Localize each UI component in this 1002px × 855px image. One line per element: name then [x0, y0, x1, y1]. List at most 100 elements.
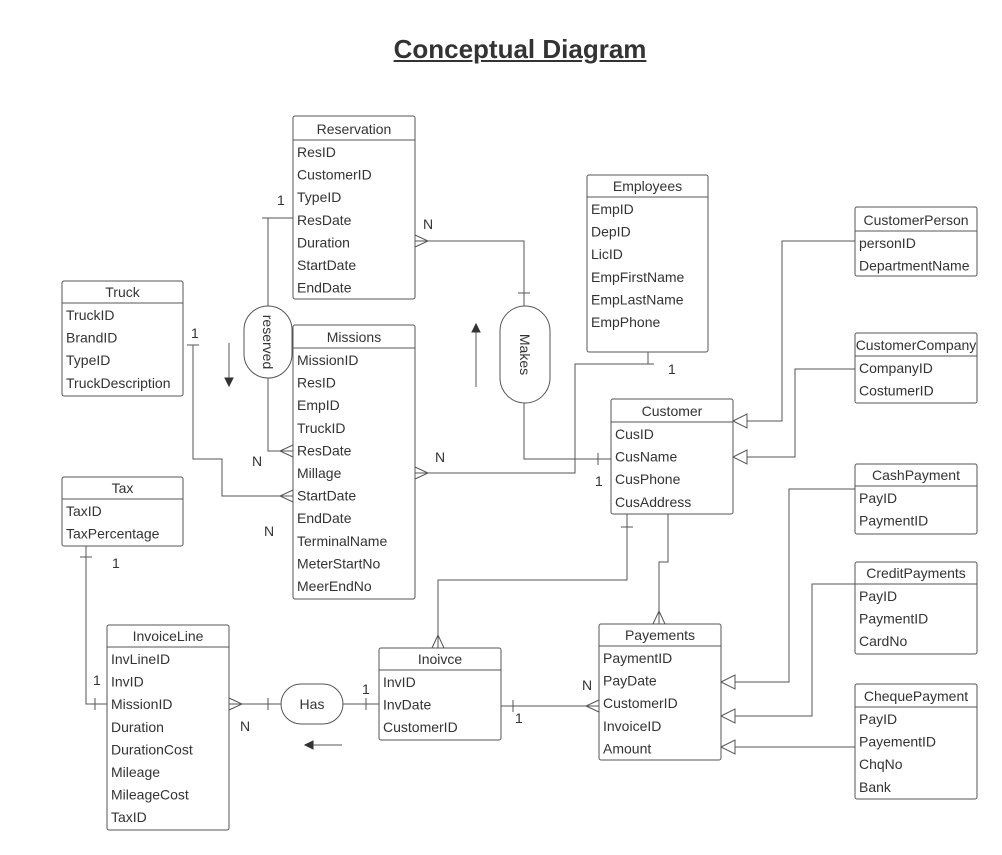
entity-box	[292, 324, 416, 600]
entity-attribute: PayementID	[859, 734, 936, 750]
entity-attribute: StartDate	[297, 488, 356, 504]
entity-title: Inoivce	[418, 651, 463, 667]
diagram-title: Conceptual Diagram	[393, 34, 647, 64]
cardinality-res-1: 1	[277, 192, 285, 208]
entity-attribute: PayDate	[603, 673, 657, 689]
entity-attribute: CusName	[615, 449, 677, 465]
entity-attribute: Amount	[603, 740, 651, 756]
customer-payements-line	[658, 514, 669, 624]
relationship-shape	[280, 683, 344, 725]
customercompany-customer-line	[747, 368, 855, 458]
relationship-reserved: reserved	[243, 305, 293, 379]
relationship-shape	[243, 305, 293, 379]
entity-invoiceline: InvoiceLineInvLineIDInvIDMissionIDDurati…	[106, 624, 230, 831]
entity-attribute: TaxID	[111, 809, 147, 825]
entity-attribute: CustomerID	[297, 167, 372, 183]
relationship-label: Has	[300, 696, 325, 712]
entity-attribute: ResDate	[297, 212, 352, 228]
entity-box	[610, 398, 734, 515]
entity-box	[854, 332, 978, 404]
customer-invoice-line	[437, 514, 628, 648]
relationship-label: reserved	[260, 315, 276, 369]
entity-attribute: CusAddress	[615, 494, 691, 510]
relationship-shape	[499, 305, 551, 404]
relationship-label: Makes	[517, 334, 533, 375]
missions-truck-many-marker	[278, 489, 294, 503]
entity-attribute: InvLineID	[111, 651, 170, 667]
entity-attribute: personID	[859, 235, 916, 251]
reserved-direction-arrow-head	[224, 377, 234, 388]
entity-attribute: Millage	[297, 465, 342, 481]
entity-title: Reservation	[317, 121, 392, 137]
entity-attribute: MeterStartNo	[297, 555, 380, 571]
entity-attribute: ResDate	[297, 442, 352, 458]
invoice-many-marker	[431, 633, 445, 649]
entity-employees: EmployeesEmpIDDepIDLicIDEmpFirstNameEmpL…	[586, 174, 709, 353]
entity-attribute: InvoiceID	[603, 718, 661, 734]
relationship-makes: Makes	[499, 305, 551, 404]
customercompany-arrow	[731, 449, 748, 465]
entity-attribute: ChqNo	[859, 756, 903, 772]
reservation-makes-line	[415, 240, 525, 306]
entity-title: CustomerCompany	[856, 337, 977, 353]
entity-attribute: MissionID	[297, 352, 358, 368]
entity-attribute: ResID	[297, 375, 336, 391]
entity-attribute: TaxPercentage	[66, 526, 160, 542]
entity-attribute: Duration	[297, 234, 350, 250]
entity-attribute: TerminalName	[297, 533, 387, 549]
entity-attribute: PaymentID	[603, 650, 672, 666]
entity-attribute: EmpPhone	[591, 314, 660, 330]
entity-attribute: CardNo	[859, 633, 907, 649]
payements-many-marker	[652, 609, 666, 625]
entity-box	[854, 561, 978, 655]
cashpayment-arrow	[719, 674, 736, 690]
entity-attribute: PayID	[859, 711, 897, 727]
has-direction-arrow-head	[303, 740, 314, 750]
customerperson-arrow	[731, 413, 748, 429]
entity-title: CashPayment	[872, 467, 960, 483]
entity-title: CustomerPerson	[863, 212, 968, 228]
cardinality-invl-1: 1	[93, 672, 101, 688]
entity-attribute: DurationCost	[111, 741, 193, 757]
cardinality-tax-1: 1	[112, 555, 120, 571]
entity-missions: MissionsMissionIDResIDEmpIDTruckIDResDat…	[292, 324, 416, 600]
reservation-reserved-line	[267, 217, 293, 306]
entity-attribute: MeerEndNo	[297, 578, 372, 594]
customerperson-customer-line	[747, 240, 855, 422]
entity-title: Customer	[642, 403, 703, 419]
entity-attribute: StartDate	[297, 257, 356, 273]
entity-attribute: LicID	[591, 246, 623, 262]
entity-title: CreditPayments	[866, 565, 966, 581]
entity-box	[854, 463, 978, 535]
entity-attribute: PayID	[859, 490, 897, 506]
entity-attribute: CusPhone	[615, 471, 681, 487]
truck-missions-line	[192, 345, 293, 497]
entity-attribute: MissionID	[111, 696, 172, 712]
entity-title: InvoiceLine	[133, 628, 204, 644]
reservation-many-marker	[414, 234, 430, 248]
cardinality-inv-1-left: 1	[362, 681, 370, 697]
entity-attribute: EndDate	[297, 280, 352, 296]
entity-truck: TruckTruckIDBrandIDTypeIDTruckDescriptio…	[61, 280, 184, 397]
entity-attribute: Mileage	[111, 764, 160, 780]
cardinality-mis-n-bottom: N	[264, 523, 274, 539]
entity-title: ChequePayment	[864, 688, 968, 704]
entity-attribute: MileageCost	[111, 787, 189, 803]
cardinality-truck-1: 1	[191, 325, 199, 341]
entity-payements: PayementsPaymentIDPayDateCustomerIDInvoi…	[598, 623, 722, 761]
cardinality-mis-n-left: N	[252, 453, 262, 469]
entity-attribute: CostumerID	[859, 383, 934, 399]
makes-direction-arrow-head	[471, 322, 481, 333]
entity-attribute: TruckID	[297, 420, 345, 436]
entity-attribute: PaymentID	[859, 513, 928, 529]
entity-attribute: EmpLastName	[591, 291, 684, 307]
